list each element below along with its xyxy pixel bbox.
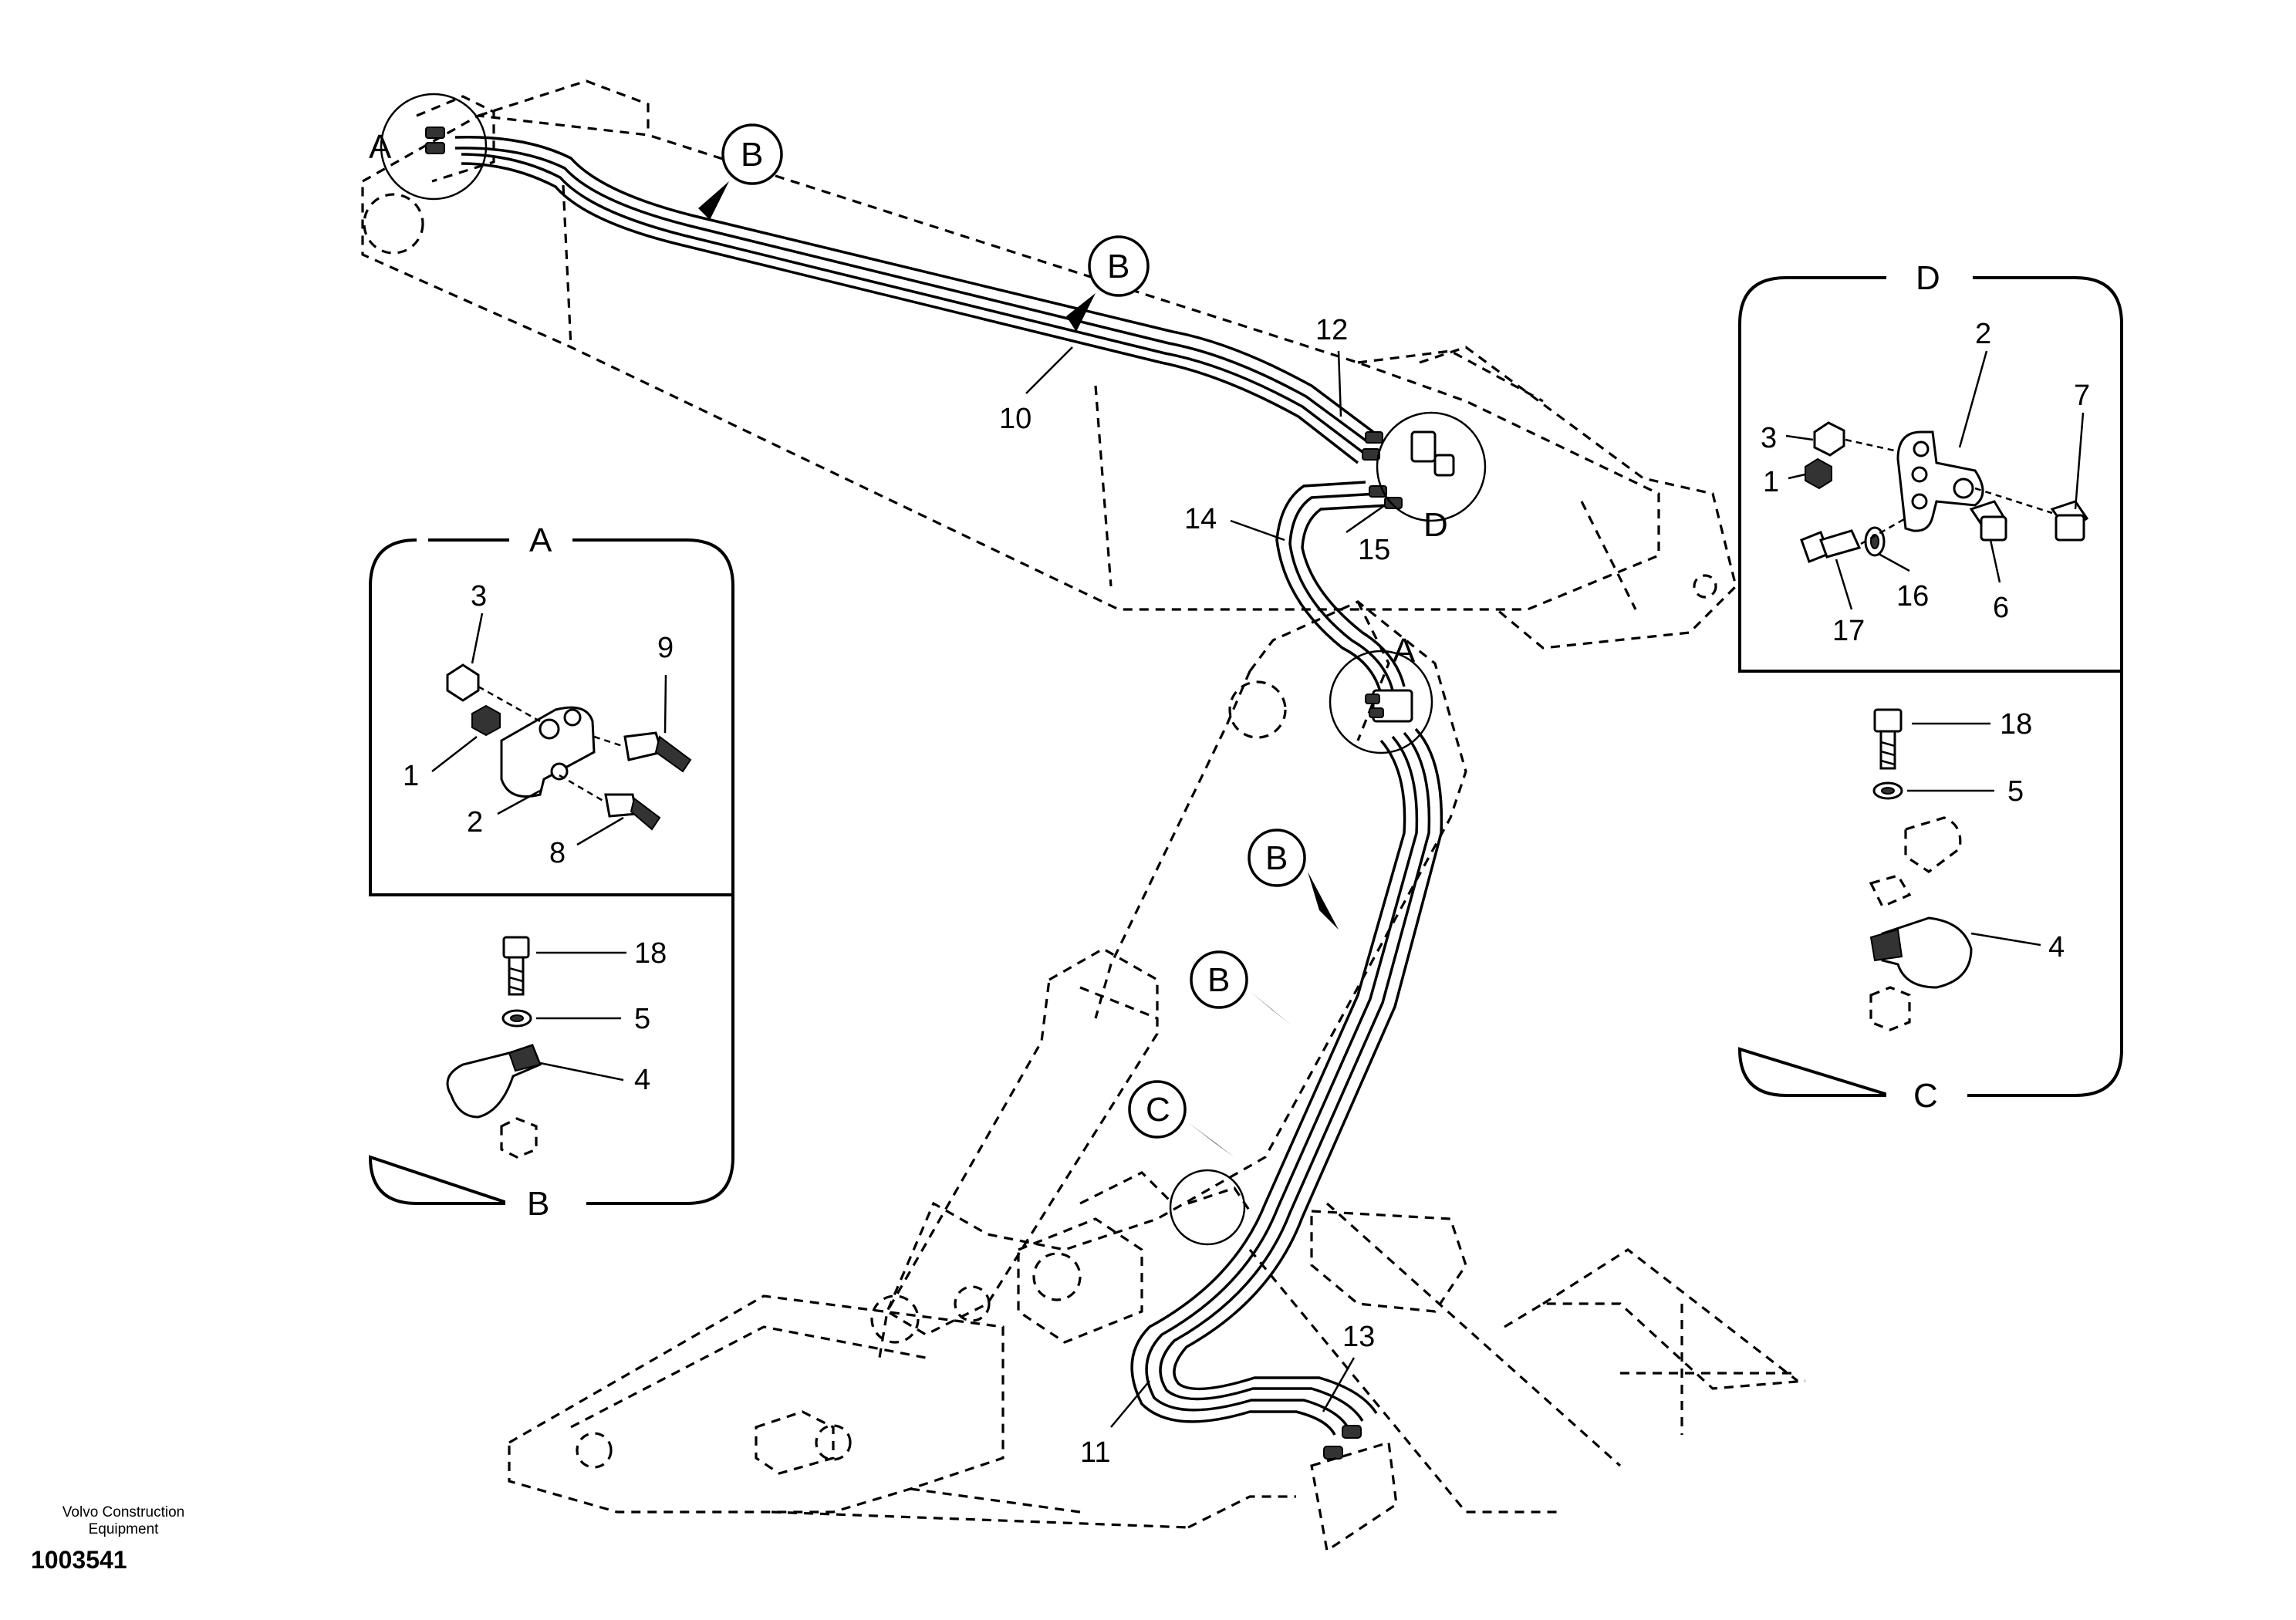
svg-text:B: B xyxy=(1265,839,1288,877)
panel-D-label-2: 2 xyxy=(1975,318,1991,350)
callout-C-1: C xyxy=(1128,1080,1234,1157)
panel-D-label-16: 16 xyxy=(1896,580,1929,613)
panel-B-label-4: 4 xyxy=(634,1064,650,1096)
panel-A-label-9: 9 xyxy=(657,632,674,664)
footer: Volvo Construction Equipment 1003541 xyxy=(31,1504,216,1574)
callout-D: D xyxy=(1423,506,1448,544)
detail-panel-D: D 2 3 1 7 17 16 6 xyxy=(1738,259,2123,673)
panel-D-label-17: 17 xyxy=(1832,615,1865,647)
panel-C-label-4: 4 xyxy=(2048,931,2065,964)
panel-D-label-1: 1 xyxy=(1763,466,1779,498)
label-13: 13 xyxy=(1342,1321,1375,1353)
detail-panel-B: B 18 5 4 xyxy=(368,893,734,1223)
company-name-line2: Equipment xyxy=(88,1521,159,1537)
zoom-circle-A-mid xyxy=(1329,650,1433,754)
label-10: 10 xyxy=(999,403,1032,435)
panel-A-label-2: 2 xyxy=(467,806,483,839)
callout-A-top: A xyxy=(369,128,392,166)
zoom-circle-A-top xyxy=(380,93,488,201)
company-name-line1: Volvo Construction xyxy=(62,1504,185,1520)
panel-B-label-18: 18 xyxy=(634,937,667,970)
panel-A-label-8: 8 xyxy=(549,837,566,869)
panel-D-label-3: 3 xyxy=(1761,422,1777,454)
panel-D-title: D xyxy=(1916,259,1940,297)
label-14: 14 xyxy=(1184,503,1217,535)
svg-text:C: C xyxy=(1146,1091,1170,1129)
svg-text:B: B xyxy=(1107,248,1129,285)
label-12: 12 xyxy=(1315,314,1348,346)
panel-A-label-3: 3 xyxy=(471,580,487,613)
panel-A-label-1: 1 xyxy=(403,760,419,792)
svg-text:B: B xyxy=(741,136,763,174)
panel-C-label-18: 18 xyxy=(2000,708,2032,741)
panel-C-title: C xyxy=(1913,1077,1938,1115)
panel-D-label-6: 6 xyxy=(1993,592,2009,624)
excavator-outline xyxy=(361,79,1806,1529)
detail-panel-A: A 3 1 2 9 8 xyxy=(369,521,734,896)
panel-D-label-7: 7 xyxy=(2074,380,2090,412)
label-15: 15 xyxy=(1358,534,1390,566)
callout-B-3: B xyxy=(1248,829,1339,930)
label-11: 11 xyxy=(1080,1436,1110,1469)
svg-text:B: B xyxy=(1207,961,1230,999)
callout-B-2: B xyxy=(1066,235,1150,332)
zoom-circle-C xyxy=(1169,1169,1246,1246)
panel-A-title: A xyxy=(529,521,552,559)
detail-panel-C: C 18 5 4 xyxy=(1737,670,2123,1115)
zoom-circle-D xyxy=(1376,411,1487,522)
panel-B-title: B xyxy=(527,1185,549,1223)
callout-A-mid: A xyxy=(1393,632,1416,670)
hose-lines xyxy=(454,135,1443,1436)
callout-B-1: B xyxy=(698,123,783,220)
document-number: 1003541 xyxy=(31,1546,127,1574)
panel-B-label-5: 5 xyxy=(634,1003,650,1035)
fittings-main xyxy=(425,127,1455,1553)
panel-C-label-5: 5 xyxy=(2007,775,2024,808)
callout-B-4: B xyxy=(1190,950,1292,1026)
main-part-labels: 10 12 14 15 11 13 xyxy=(999,314,1390,1469)
